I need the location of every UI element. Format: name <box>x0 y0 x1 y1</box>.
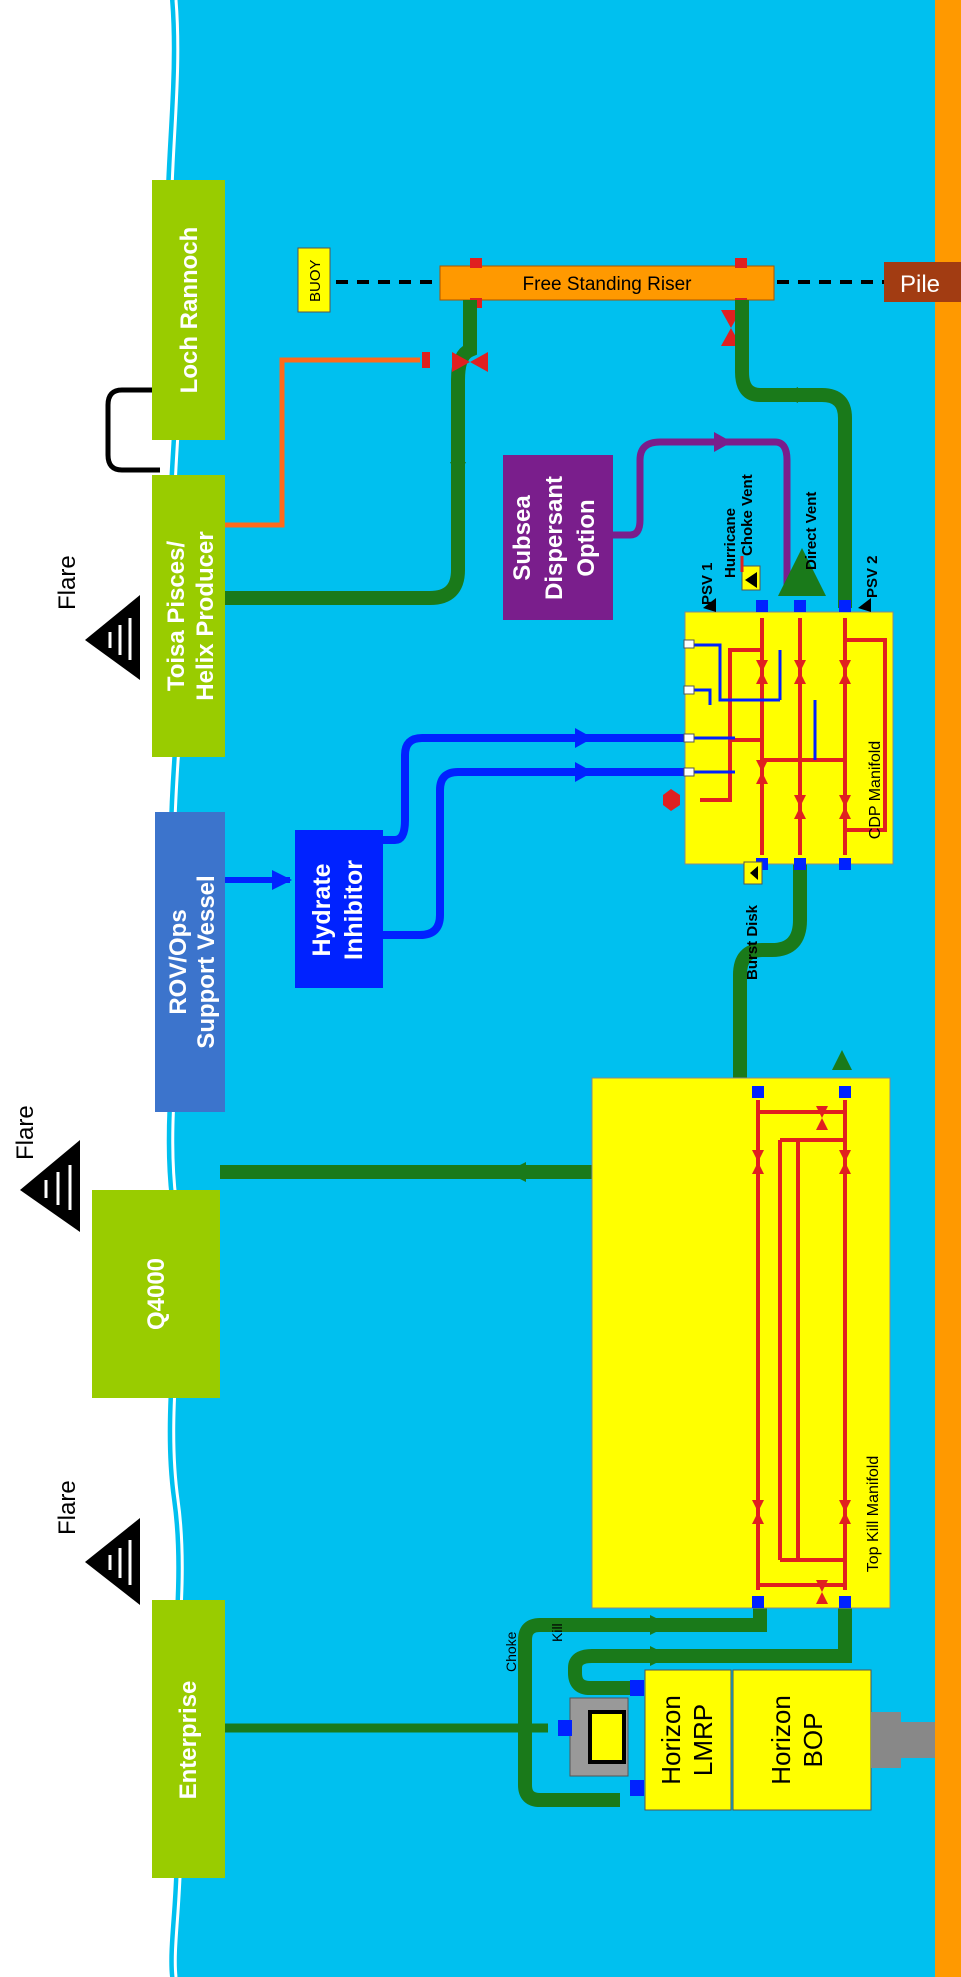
bop-line1: Horizon <box>766 1695 796 1785</box>
dispersant-line1: Subsea <box>509 495 536 581</box>
buoy-label: BUOY <box>307 259 324 302</box>
choke-label: Choke <box>503 1631 519 1672</box>
rov-label-line2: Support Vessel <box>193 875 220 1048</box>
q4000-label: Q4000 <box>143 1258 170 1330</box>
enterprise-label: Enterprise <box>175 1681 202 1800</box>
lmrp-line1: Horizon <box>656 1695 686 1785</box>
rov-support-vessel <box>155 812 225 1112</box>
flare-label-1: Flare <box>54 555 81 610</box>
free-standing-riser <box>439 265 775 301</box>
direct-vent-label: Direct Vent <box>803 492 820 570</box>
hurricane-line1: Hurricane <box>722 508 739 578</box>
top-kill-label: Top Kill Manifold <box>865 1456 882 1573</box>
psv2-label: PSV 2 <box>864 555 881 598</box>
hydrate-inhibitor-box <box>295 830 383 988</box>
rov-label-line1: ROV/Ops <box>165 909 192 1014</box>
flare-tower-2 <box>20 1140 80 1232</box>
horizon-lmrp <box>644 1669 732 1811</box>
flare-label-2: Flare <box>12 1105 39 1160</box>
lmrp-line2: LMRP <box>688 1704 718 1776</box>
toisa-pisces-vessel <box>152 475 225 757</box>
q4000-vessel <box>92 1190 220 1398</box>
pile <box>884 262 961 302</box>
wellhead <box>871 1712 901 1768</box>
bop-line2: BOP <box>798 1713 828 1768</box>
burst-disk-label: Burst Disk <box>744 904 761 980</box>
toisa-label-line1: Toisa Pisces/ <box>163 541 190 692</box>
flare-label-3: Flare <box>54 1480 81 1535</box>
top-kill-manifold <box>591 1077 891 1609</box>
riser-label: Free Standing Riser <box>523 274 693 295</box>
psv1-label: PSV 1 <box>699 562 716 605</box>
cdp-manifold-label: CDP Manifold <box>867 741 884 839</box>
flare-tower-1 <box>85 595 140 680</box>
kill-label: Kill <box>549 1623 565 1642</box>
pressure-gauge-icon <box>663 789 680 811</box>
loch-rannoch-vessel <box>152 180 225 440</box>
sea-surface <box>0 0 177 1977</box>
seabed <box>935 0 961 1977</box>
toisa-label-line2: Helix Producer <box>192 531 219 700</box>
buoy <box>297 247 331 313</box>
hydrate-line2: Inhibitor <box>340 860 368 960</box>
dispersant-line2: Dispersant <box>541 476 568 600</box>
flare-tower-3 <box>85 1518 140 1605</box>
pile-label: Pile <box>900 271 940 298</box>
dispersant-line3: Option <box>573 499 600 576</box>
enterprise-vessel <box>152 1600 225 1878</box>
subsea-dispersant-box <box>503 455 613 620</box>
loch-rannoch-label: Loch Rannoch <box>176 227 203 394</box>
hydrate-line1: Hydrate <box>308 863 336 956</box>
horizon-bop <box>732 1669 872 1811</box>
hurricane-line2: Choke Vent <box>739 474 756 556</box>
